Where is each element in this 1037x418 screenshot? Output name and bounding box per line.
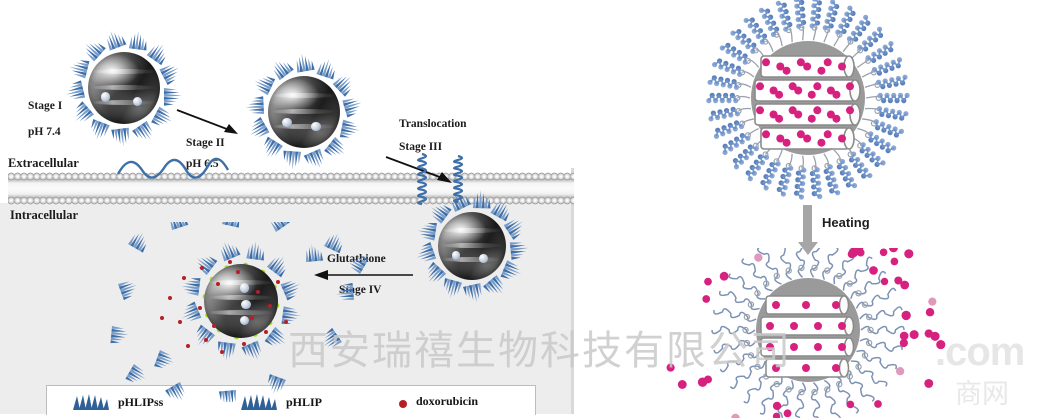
heating-arrow-shaft xyxy=(803,205,812,243)
stage-3-label: Translocation xyxy=(399,118,467,130)
nanoparticle-stage-4 xyxy=(204,264,278,338)
legend-label-doxorubicin: doxorubicin xyxy=(416,394,478,409)
intracellular-label: Intracellular xyxy=(10,208,78,223)
stage-3-sublabel: Stage III xyxy=(399,141,442,153)
stage-1-label: Stage I xyxy=(28,100,62,112)
mesoporous-nanoparticle-released xyxy=(658,248,988,418)
lipid-bilayer-membrane xyxy=(8,172,574,205)
stage-1-ph-label: pH 7.4 xyxy=(28,126,61,138)
heating-label: Heating xyxy=(822,215,870,230)
stage-4-sublabel: Stage IV xyxy=(339,284,382,296)
stage-4-arrow xyxy=(314,268,414,282)
peptide-fan-icon xyxy=(71,394,111,410)
legend-box: pHLIPss pHLIP doxorubicin xyxy=(46,385,536,415)
mesoporous-nanoparticle-loaded xyxy=(658,0,958,206)
stage-1-to-2-arrow xyxy=(176,108,242,138)
left-panel: Extracellular Intracellular Stage I pH 7… xyxy=(0,0,574,414)
legend-label-phlip: pHLIP xyxy=(286,395,322,410)
legend-label-phlipss: pHLIPss xyxy=(118,395,163,410)
nanoparticle-stage-3 xyxy=(438,212,506,280)
stage-2-label: Stage II xyxy=(186,137,225,149)
nanoparticle-stage-2 xyxy=(268,76,340,148)
nanoparticle-stage-1 xyxy=(88,52,160,124)
stage-4-label: Glutathione xyxy=(327,253,386,265)
red-dot-icon xyxy=(397,396,409,408)
stage-3-arrow xyxy=(385,155,457,187)
stage-2-ph-label: pH 6.5 xyxy=(186,158,219,170)
membrane-heads-outer xyxy=(8,172,574,181)
legend-item-phlipss: pHLIPss xyxy=(71,394,163,410)
extracellular-label: Extracellular xyxy=(8,156,79,171)
right-panel: Heating xyxy=(640,0,1037,414)
peptide-fan-icon xyxy=(239,394,279,410)
membrane-heads-inner xyxy=(8,196,574,205)
legend-item-doxorubicin: doxorubicin xyxy=(397,394,478,409)
legend-item-phlip: pHLIP xyxy=(239,394,322,410)
